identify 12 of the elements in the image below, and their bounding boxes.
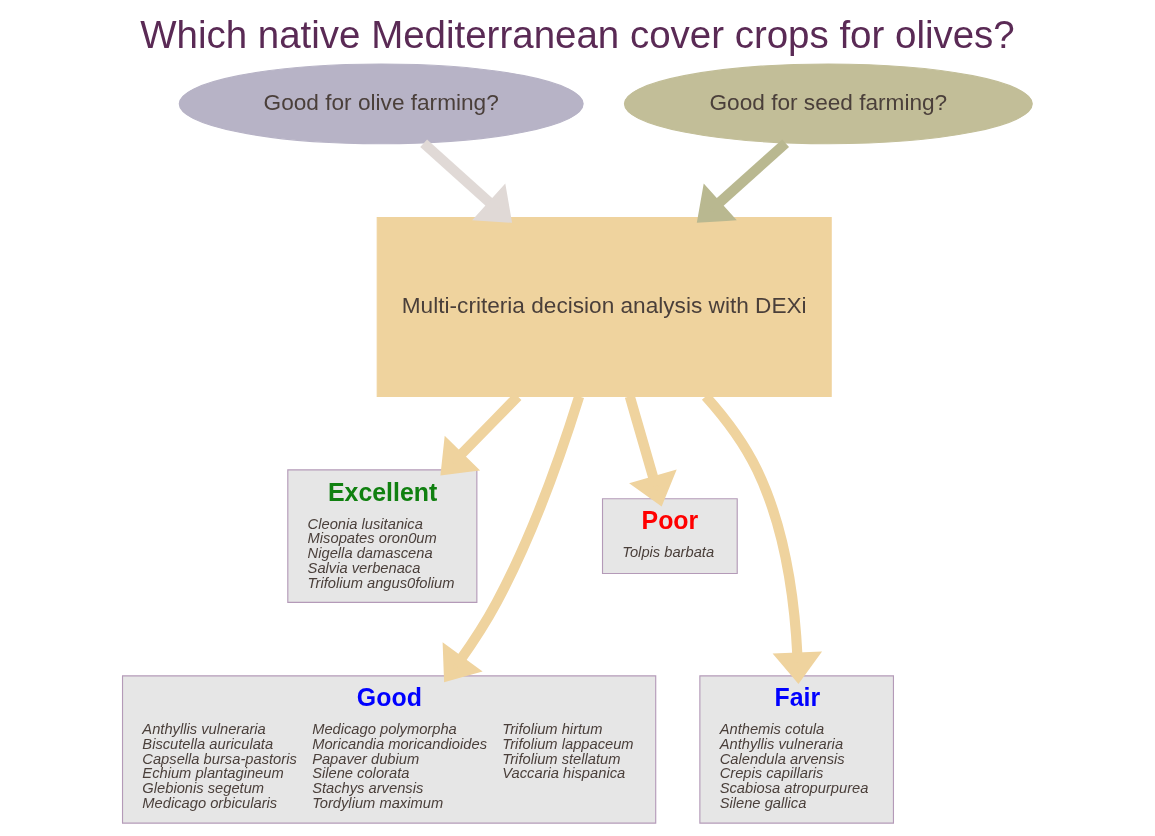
node-box: Excellent Cleonia lusitanica Misopates oron0um Nigella damascena Salvia verbenaca Trifolium angus0folium <box>287 469 478 603</box>
node-box: Fair Anthemis cotula Anthyllis vulneraria Calendula arvensis Crepis capillaris Scabiosa atropurpurea Silene gallica <box>699 675 894 824</box>
arrow <box>420 139 513 223</box>
node-ellipse: Good for seed farming? <box>623 63 1033 145</box>
node-box: Good Anthyllis vulneraria Biscutella auriculata Capsella bursa-pastoris Echium plantagineum Glebionis segetum Medicago orbicularis Medicago polymorpha Moricandia moricandioides Papaver dubium Silene colorata Stachys arvensis Tordylium maximum Trifolium hirtum Trifolium lappaceum Trifolium stellatum Vaccaria hispanica <box>121 675 657 824</box>
node-box: Poor Tolpis barbata <box>601 498 738 575</box>
diagram-title: Which native Mediterranean cover crops for olives? <box>140 13 1015 57</box>
node-ellipse: Good for olive farming? <box>178 63 584 145</box>
node-box: Multi-criteria decision analysis with DEXi <box>376 216 832 397</box>
arrow <box>696 139 790 223</box>
arrow <box>624 395 677 507</box>
arrow <box>442 394 584 683</box>
